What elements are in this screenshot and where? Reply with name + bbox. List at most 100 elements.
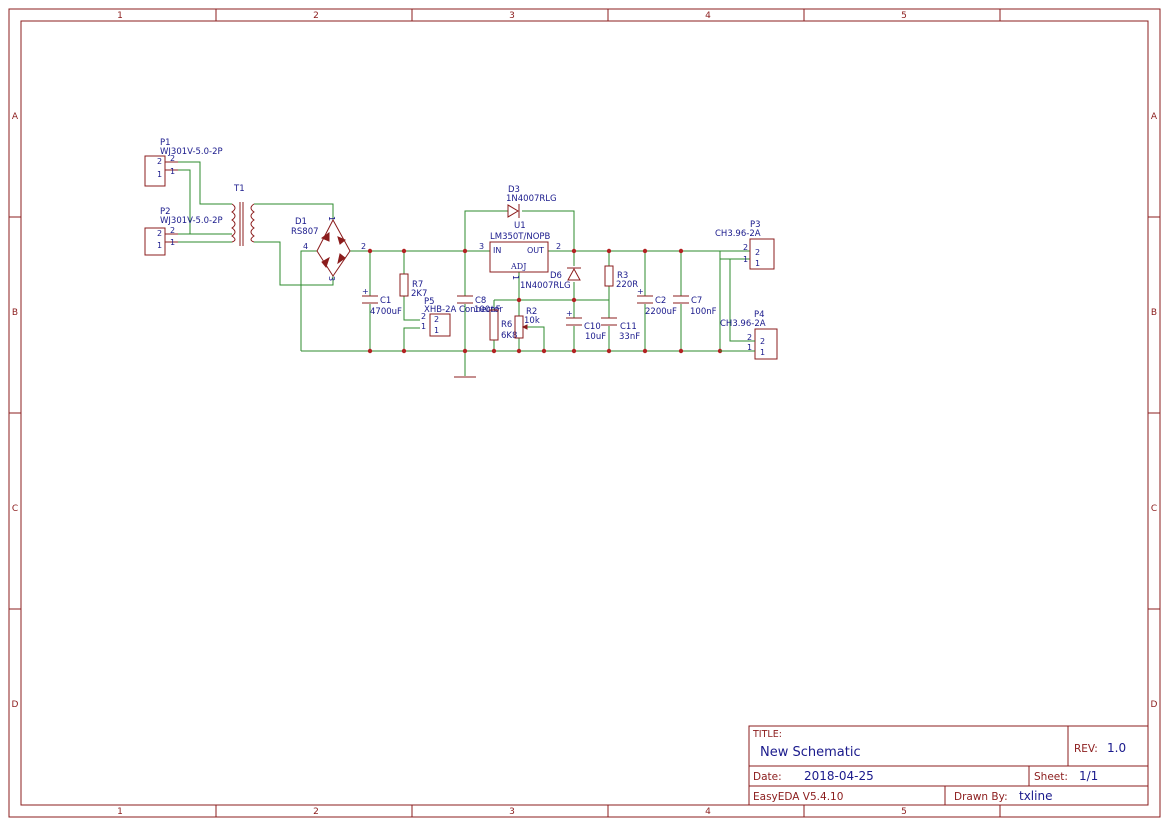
connector-p4[interactable]: P4 CH3.96-2A 2 1 2 1 (720, 310, 778, 360)
value-label: CH3.96-2A (715, 229, 761, 239)
diode-d3[interactable]: D3 1N4007RLG (506, 185, 557, 218)
row-label: D (12, 700, 19, 710)
schematic-title: New Schematic (760, 745, 861, 760)
polarity-plus: + (362, 287, 369, 296)
column-label: 2 (313, 807, 319, 817)
designator-label: R3 (617, 271, 628, 281)
value-label: 1N4007RLG (520, 281, 571, 291)
pin-label: ADJ (510, 262, 526, 271)
pin-number: 1 (327, 216, 336, 221)
column-label: 5 (901, 807, 907, 817)
date-value: 2018-04-25 (804, 769, 874, 783)
pin-number: 1 (170, 238, 175, 247)
resistor-r3[interactable]: R3 220R (604, 265, 638, 290)
capacitor-c7[interactable]: C7 100nF (673, 295, 717, 317)
row-label: B (12, 308, 18, 318)
pin-number: 2 (170, 226, 175, 235)
capacitor-c1[interactable]: + C1 4700uF (362, 287, 402, 317)
value-label: LM350T/NOPB (490, 232, 551, 242)
pin-number: 2 (157, 157, 162, 166)
column-label: 2 (313, 11, 319, 21)
pin-number: 2 (361, 242, 366, 251)
resistor-r7[interactable]: R7 2K7 (399, 273, 427, 299)
designator-label: T1 (233, 184, 245, 194)
software-version: EasyEDA V5.4.10 (753, 791, 843, 803)
connector-p3[interactable]: P3 CH3.96-2A 2 1 2 1 (715, 220, 775, 270)
designator-label: P1 (160, 138, 171, 148)
designator-label: C10 (584, 322, 601, 332)
connector-p2[interactable]: P2 WJ301V-5.0-2P 2 1 2 1 (144, 207, 223, 256)
pin-number: 2 (743, 243, 748, 252)
connector-p1[interactable]: P1 WJ301V-5.0-2P 2 1 2 1 (144, 138, 223, 187)
capacitor-c2[interactable]: + C2 2200uF (637, 287, 677, 317)
pin-number: 1 (747, 343, 752, 352)
designator-label: P4 (754, 310, 765, 320)
designator-label: D6 (550, 271, 562, 281)
designator-label: C1 (380, 296, 391, 306)
column-label: 4 (705, 807, 711, 817)
wires (178, 161, 750, 376)
connector-p5[interactable]: P5 XHB-2A Connector 2 1 2 1 (421, 297, 503, 337)
transformer-t1[interactable]: T1 (231, 184, 255, 246)
resistor-r6[interactable]: R6 6K8 (489, 309, 517, 341)
pin-number: 1 (755, 259, 760, 268)
diode-d6[interactable]: D6 1N4007RLG (520, 267, 581, 291)
designator-label: U1 (514, 221, 526, 231)
pin-number: 1 (511, 275, 520, 280)
value-label: XHB-2A Connector (424, 305, 503, 315)
bridge-rectifier-d1[interactable]: D1 RS807 1 2 3 4 (291, 216, 366, 281)
value-label: 10uF (585, 332, 606, 342)
rev-label: REV: (1074, 743, 1098, 755)
capacitor-c10[interactable]: + C10 10uF (566, 309, 606, 342)
drawn-by-label: Drawn By: (954, 791, 1008, 803)
drawn-by-value: txline (1019, 789, 1052, 803)
capacitor-c11[interactable]: C11 33nF (601, 317, 640, 342)
column-label: 1 (117, 11, 123, 21)
title-label: TITLE: (752, 729, 782, 740)
designator-label: C2 (655, 296, 666, 306)
pin-number: 3 (327, 276, 336, 281)
row-label: D (1151, 700, 1158, 710)
row-label: A (12, 112, 19, 122)
title-block: TITLE: New Schematic REV: 1.0 Date: 2018… (748, 725, 1149, 806)
designator-label: D1 (295, 217, 307, 227)
designator-label: P3 (750, 220, 761, 230)
pin-number: 3 (479, 242, 484, 251)
potentiometer-r2[interactable]: R2 10k (514, 307, 540, 339)
value-label: WJ301V-5.0-2P (160, 147, 223, 157)
pin-number: 2 (434, 315, 439, 324)
regulator-u1[interactable]: U1 LM350T/NOPB IN OUT ADJ 3 2 1 (479, 221, 561, 280)
column-label: 1 (117, 807, 123, 817)
pin-number: 2 (760, 337, 765, 346)
value-label: 33nF (619, 332, 640, 342)
value-label: RS807 (291, 227, 319, 237)
row-label: C (1151, 504, 1157, 514)
rev-value: 1.0 (1107, 741, 1126, 755)
pin-number: 2 (421, 312, 426, 321)
value-label: WJ301V-5.0-2P (160, 216, 223, 226)
pin-number: 2 (556, 242, 561, 251)
polarity-plus: + (566, 309, 573, 318)
pin-number: 1 (743, 255, 748, 264)
capacitor-c8[interactable]: C8 100nF (457, 295, 501, 315)
value-label: 4700uF (370, 307, 402, 317)
column-label: 5 (901, 11, 907, 21)
pin-number: 2 (747, 333, 752, 342)
pin-number: 1 (157, 170, 162, 179)
value-label: 6K8 (501, 331, 517, 341)
designator-label: P2 (160, 207, 171, 217)
row-label: A (1151, 112, 1158, 122)
value-label: 1N4007RLG (506, 194, 557, 204)
value-label: 2K7 (411, 289, 427, 299)
pin-number: 2 (755, 248, 760, 257)
pin-number: 4 (303, 242, 308, 251)
value-label: CH3.96-2A (720, 319, 766, 329)
pin-number: 2 (170, 154, 175, 163)
designator-label: R6 (501, 320, 512, 330)
column-label: 3 (509, 11, 515, 21)
sheet-value: 1/1 (1079, 769, 1098, 783)
column-label: 4 (705, 11, 711, 21)
designator-label: P5 (424, 297, 435, 307)
junctions (367, 248, 723, 354)
